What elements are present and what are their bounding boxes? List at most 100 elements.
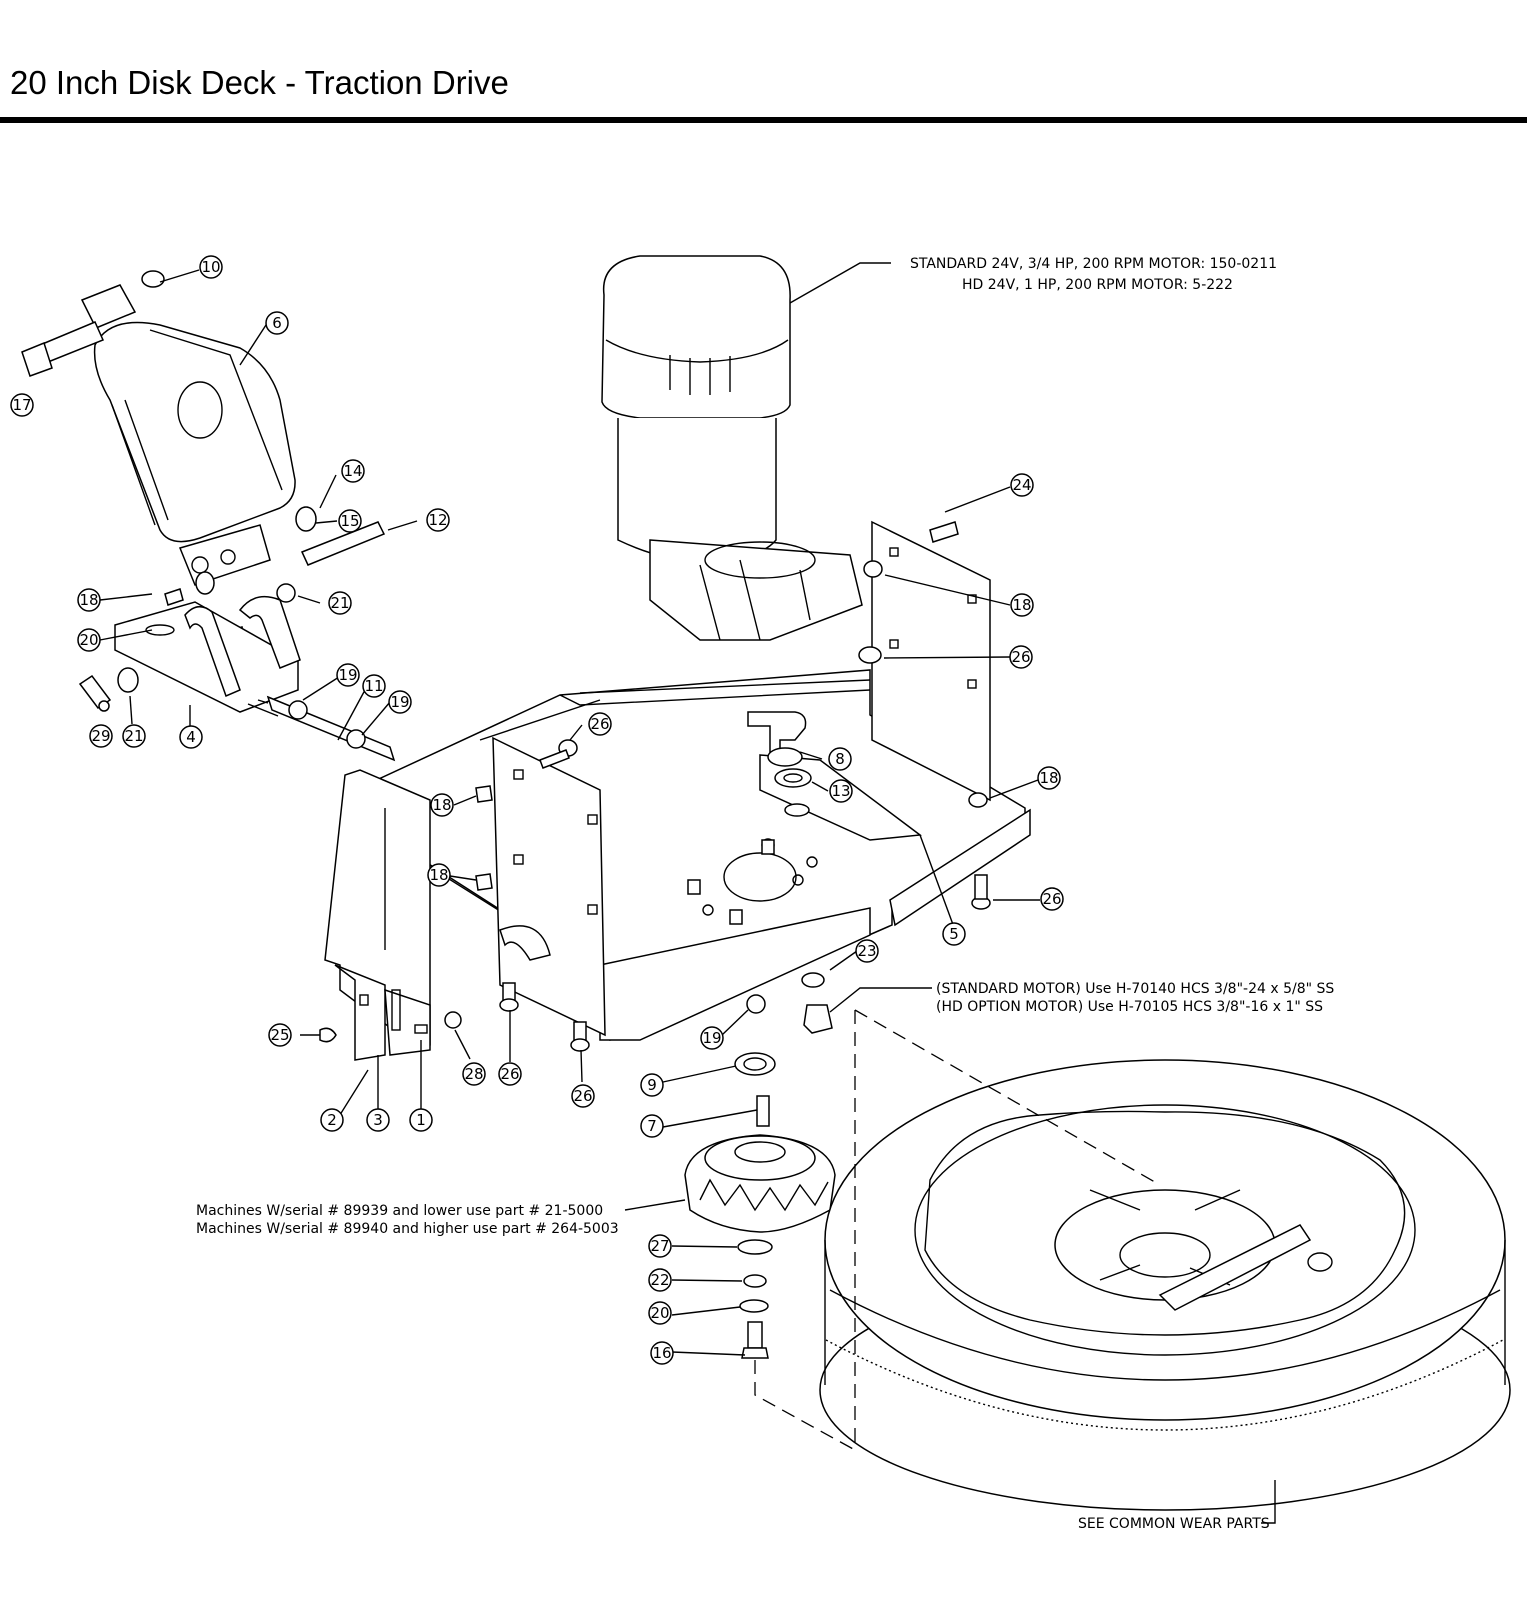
annotation-notes: STANDARD 24V, 3/4 HP, 200 RPM MOTOR: 150… — [196, 256, 1334, 1532]
title-rule — [0, 117, 1527, 123]
callout-3: 3 — [366, 1108, 390, 1132]
svg-text:24: 24 — [1012, 476, 1031, 494]
callout-26: 26 — [588, 712, 612, 736]
svg-text:17: 17 — [12, 396, 31, 414]
svg-text:15: 15 — [340, 512, 359, 530]
callout-16: 16 — [650, 1341, 674, 1365]
gearbox-assembly — [21, 270, 296, 586]
drive-motor — [601, 255, 863, 641]
svg-text:26: 26 — [500, 1065, 519, 1083]
svg-text:25: 25 — [270, 1026, 289, 1044]
callout-12: 12 — [426, 508, 450, 532]
svg-text:1: 1 — [416, 1111, 426, 1129]
callout-21: 21 — [122, 724, 146, 748]
svg-text:20: 20 — [79, 631, 98, 649]
callout-24: 24 — [1010, 473, 1034, 497]
svg-text:26: 26 — [590, 715, 609, 733]
svg-text:19: 19 — [702, 1029, 721, 1047]
svg-text:12: 12 — [428, 511, 447, 529]
svg-text:4: 4 — [186, 728, 196, 746]
svg-text:2: 2 — [327, 1111, 337, 1129]
motor-note-standard: STANDARD 24V, 3/4 HP, 200 RPM MOTOR: 150… — [910, 256, 1277, 272]
svg-text:18: 18 — [1039, 769, 1058, 787]
svg-text:13: 13 — [831, 782, 850, 800]
svg-text:10: 10 — [201, 258, 220, 276]
svg-text:5: 5 — [949, 925, 959, 943]
bolt-note-hd: (HD OPTION MOTOR) Use H-70105 HCS 3/8"-1… — [936, 999, 1323, 1015]
callout-4: 4 — [179, 725, 203, 749]
callout-7: 7 — [640, 1114, 664, 1138]
callout-21: 21 — [328, 591, 352, 615]
callout-19: 19 — [336, 663, 360, 687]
callout-28: 28 — [462, 1062, 486, 1086]
pad-driver-disk — [819, 1059, 1511, 1511]
callout-27: 27 — [648, 1234, 672, 1258]
callout-20: 20 — [648, 1301, 672, 1325]
callout-14: 14 — [341, 459, 365, 483]
callout-23: 23 — [855, 939, 879, 963]
callout-8: 8 — [828, 747, 852, 771]
callout-20: 20 — [77, 628, 101, 652]
svg-text:19: 19 — [338, 666, 357, 684]
svg-text:19: 19 — [390, 693, 409, 711]
svg-text:26: 26 — [1042, 890, 1061, 908]
bolt-note-standard: (STANDARD MOTOR) Use H-70140 HCS 3/8"-24… — [936, 981, 1334, 997]
assembly-lines — [479, 679, 1161, 1451]
svg-text:7: 7 — [647, 1117, 657, 1135]
callout-18: 18 — [427, 863, 451, 887]
svg-text:18: 18 — [79, 591, 98, 609]
svg-text:16: 16 — [652, 1344, 671, 1362]
svg-text:26: 26 — [573, 1087, 592, 1105]
leader-lines — [99, 262, 1276, 1524]
svg-text:18: 18 — [432, 796, 451, 814]
hub-note-higher-serial: Machines W/serial # 89940 and higher use… — [196, 1221, 619, 1237]
svg-text:20: 20 — [650, 1304, 669, 1322]
svg-text:28: 28 — [464, 1065, 483, 1083]
svg-text:27: 27 — [650, 1237, 669, 1255]
callout-26: 26 — [571, 1084, 595, 1108]
svg-text:23: 23 — [857, 942, 876, 960]
callout-9: 9 — [640, 1073, 664, 1097]
callout-26: 26 — [1040, 887, 1064, 911]
frame-fasteners — [319, 560, 991, 1052]
callout-25: 25 — [268, 1023, 292, 1047]
callout-18: 18 — [77, 588, 101, 612]
callout-26: 26 — [1009, 645, 1033, 669]
svg-text:21: 21 — [124, 727, 143, 745]
hose-fitting — [747, 711, 812, 817]
callout-17: 17 — [10, 393, 34, 417]
callout-26: 26 — [498, 1062, 522, 1086]
svg-text:8: 8 — [835, 750, 845, 768]
side-plate — [324, 769, 431, 1061]
svg-text:9: 9 — [647, 1076, 657, 1094]
callout-13: 13 — [829, 779, 853, 803]
svg-text:22: 22 — [650, 1271, 669, 1289]
axle-pin — [247, 695, 396, 762]
page-title: 20 Inch Disk Deck - Traction Drive — [10, 64, 509, 101]
callout-19: 19 — [700, 1026, 724, 1050]
callout-18: 18 — [430, 793, 454, 817]
callout-29: 29 — [89, 724, 113, 748]
svg-text:11: 11 — [364, 677, 383, 695]
motor-mount-bracket — [78, 595, 301, 713]
callout-19: 19 — [388, 690, 412, 714]
callout-18: 18 — [1037, 766, 1061, 790]
callout-15: 15 — [338, 509, 362, 533]
svg-text:29: 29 — [91, 727, 110, 745]
svg-text:6: 6 — [272, 314, 282, 332]
center-vertical-plate — [492, 736, 606, 1037]
callout-bubbles: 10 6 17 14 15 12 18 21 20 29 21 4 19 11 … — [10, 255, 1064, 1365]
callout-1: 1 — [409, 1108, 433, 1132]
right-vertical-plate — [858, 520, 991, 802]
motor-note-hd: HD 24V, 1 HP, 200 RPM MOTOR: 5-222 — [962, 277, 1233, 293]
svg-text:21: 21 — [330, 594, 349, 612]
wear-parts-note: SEE COMMON WEAR PARTS — [1078, 1516, 1270, 1532]
hub-note-lower-serial: Machines W/serial # 89939 and lower use … — [196, 1203, 603, 1219]
callout-6: 6 — [265, 311, 289, 335]
callout-5: 5 — [942, 922, 966, 946]
callout-11: 11 — [362, 674, 386, 698]
callout-22: 22 — [648, 1268, 672, 1292]
svg-text:3: 3 — [373, 1111, 383, 1129]
svg-text:26: 26 — [1011, 648, 1030, 666]
